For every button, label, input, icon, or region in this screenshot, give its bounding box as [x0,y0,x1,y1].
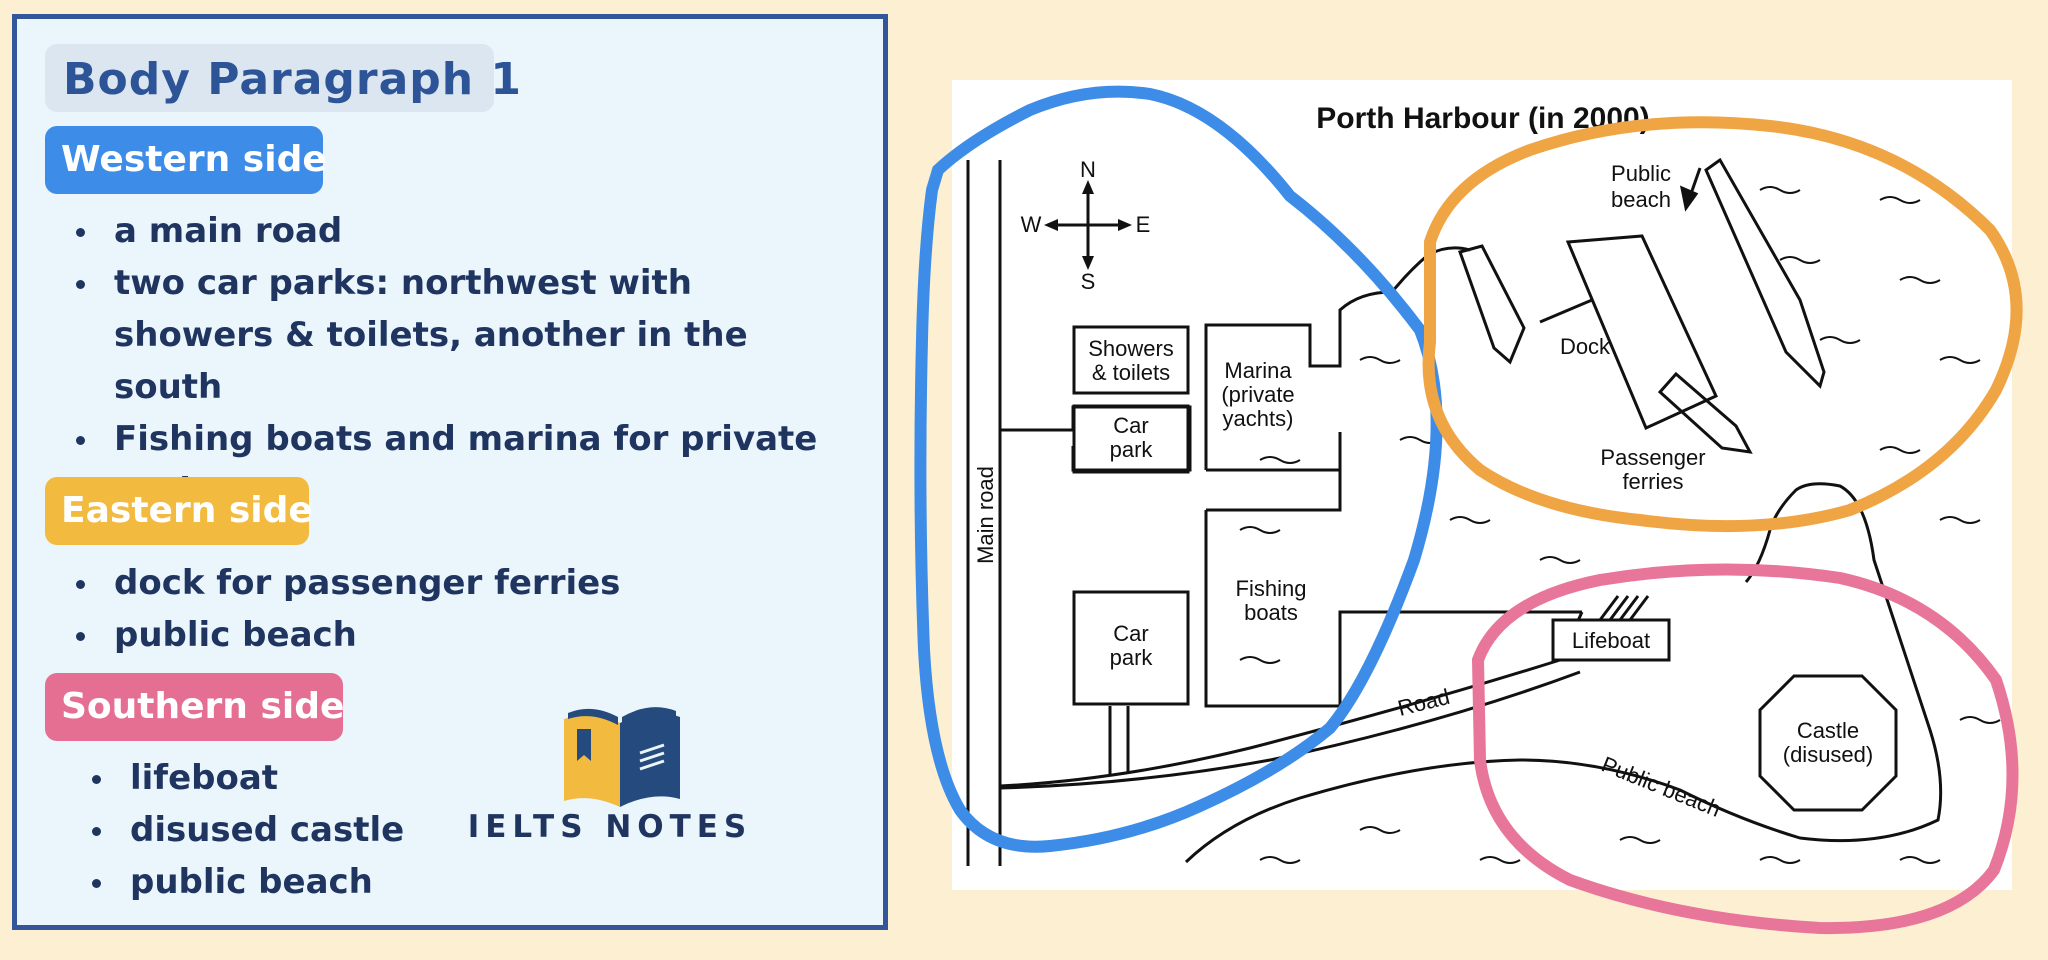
castle-outline [1758,674,1898,812]
marina-label-1: Marina [1224,358,1292,383]
open-book-icon [564,707,680,807]
fishing-label-1: Fishing [1236,576,1307,601]
western-side-list: a main road two car parks: northwest wit… [67,205,857,517]
south-highlight-circle [1471,563,2019,935]
west-buildings [1072,325,1190,706]
list-item: public beach [67,609,857,661]
west-highlight-circle [914,85,1443,853]
southern-side-heading: Southern side [45,673,344,741]
panel-title: Body Paragraph 1 [45,44,521,112]
logo-text: IELTS NOTES [467,809,753,845]
main-road [966,160,1002,866]
lifeboat-ramp [1598,595,1650,621]
eastern-side-list: dock for passenger ferries public beach [67,557,857,661]
notes-panel: Body Paragraph 1 Western side a main roa… [12,14,888,930]
car-park-north-label-1: Car [1113,413,1148,438]
compass-n: N [1080,157,1096,182]
fishing-label-2: boats [1244,600,1298,625]
list-item: lifeboat [83,752,463,804]
compass-icon [1044,180,1132,270]
dock-label: Dock [1560,334,1611,359]
list-item: a main road [67,205,857,257]
car-park-north-label-2: park [1110,437,1154,462]
water-waves [1239,186,2001,864]
dock [1458,157,1826,454]
land-outline [999,246,1943,864]
western-side-heading: Western side [45,126,327,194]
marina-label-3: yachts) [1223,406,1294,431]
southern-side-list: lifeboat disused castle public beach [83,752,463,908]
car-park-south-label-2: park [1110,645,1154,670]
list-item: two car parks: northwest with showers & … [67,257,857,413]
marina-label-2: (private [1221,382,1294,407]
car-park-south-label-1: Car [1113,621,1148,646]
compass-e: E [1136,212,1151,237]
east-highlight-circle [1422,116,2023,533]
showers-label-2: & toilets [1092,360,1170,385]
main-road-label: Main road [973,466,998,564]
public-beach-north-label-1: Public [1611,161,1671,186]
compass-s: S [1081,269,1096,294]
list-item: public beach [83,856,463,908]
showers-label-1: Showers [1088,336,1174,361]
castle-label-1: Castle [1797,718,1859,743]
compass-w: W [1021,212,1042,237]
ferries-label-2: ferries [1622,469,1683,494]
ferries-label-1: Passenger [1600,445,1705,470]
public-beach-north-label-2: beach [1611,187,1671,212]
castle-label-2: (disused) [1783,742,1873,767]
ielts-notes-logo: IELTS NOTES [462,689,782,859]
eastern-side-heading: Eastern side [45,477,313,545]
lifeboat-label: Lifeboat [1572,628,1650,653]
list-item: dock for passenger ferries [67,557,857,609]
list-item: disused castle [83,804,463,856]
